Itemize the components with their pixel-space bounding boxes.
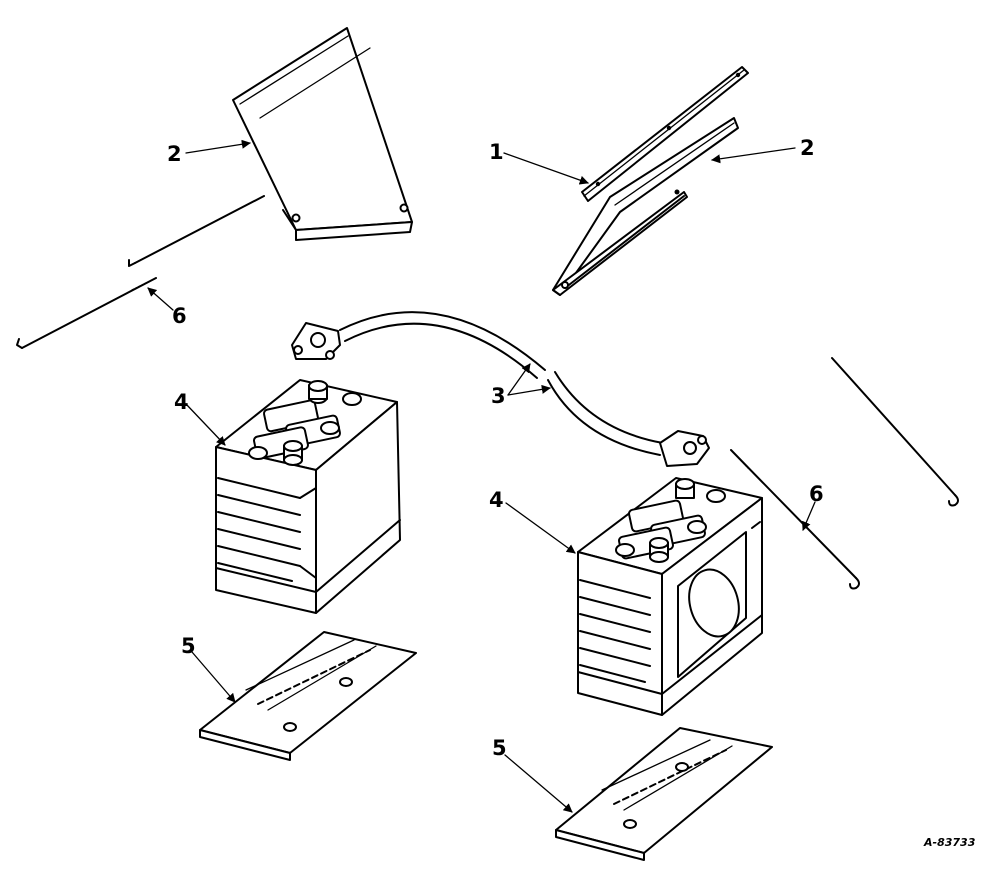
leader-2-left [185, 139, 251, 154]
leader-6-right [802, 501, 816, 531]
callout-2-right: 2 [800, 136, 815, 160]
battery-cable [291, 311, 710, 467]
callout-4-left: 4 [174, 390, 189, 414]
hold-down-rod-upper-left [128, 195, 265, 267]
leader-5-left [191, 651, 236, 703]
retainer-strip [581, 66, 749, 202]
hold-down-rod-left [16, 277, 157, 349]
battery-tray-left [199, 631, 417, 761]
callout-2-left: 2 [167, 142, 182, 166]
leader-5-right [504, 754, 573, 813]
callout-3: 3 [491, 384, 506, 408]
battery-right [577, 477, 763, 716]
battery-left [215, 379, 401, 614]
hold-down-rod-far-right [831, 357, 959, 507]
hold-down-rod-right [730, 449, 860, 590]
leader-6-left [147, 287, 174, 311]
callout-5-right: 5 [492, 736, 507, 760]
leader-2-right [711, 147, 796, 164]
leader-1 [503, 152, 589, 185]
leader-lines [147, 139, 816, 813]
hold-down-plate-right [552, 117, 739, 296]
callout-1: 1 [489, 140, 504, 164]
callout-5-left: 5 [181, 634, 196, 658]
figure-number: A-83733 [924, 836, 976, 849]
battery-tray-right [555, 727, 773, 861]
callout-6-left: 6 [172, 304, 187, 328]
callout-4-right: 4 [489, 488, 504, 512]
leader-3a [507, 363, 531, 396]
callout-6-right: 6 [809, 482, 824, 506]
leader-3b [507, 384, 551, 396]
leader-4-left [185, 403, 226, 446]
hold-down-plate-left [232, 27, 413, 241]
leader-4-right [505, 502, 576, 554]
